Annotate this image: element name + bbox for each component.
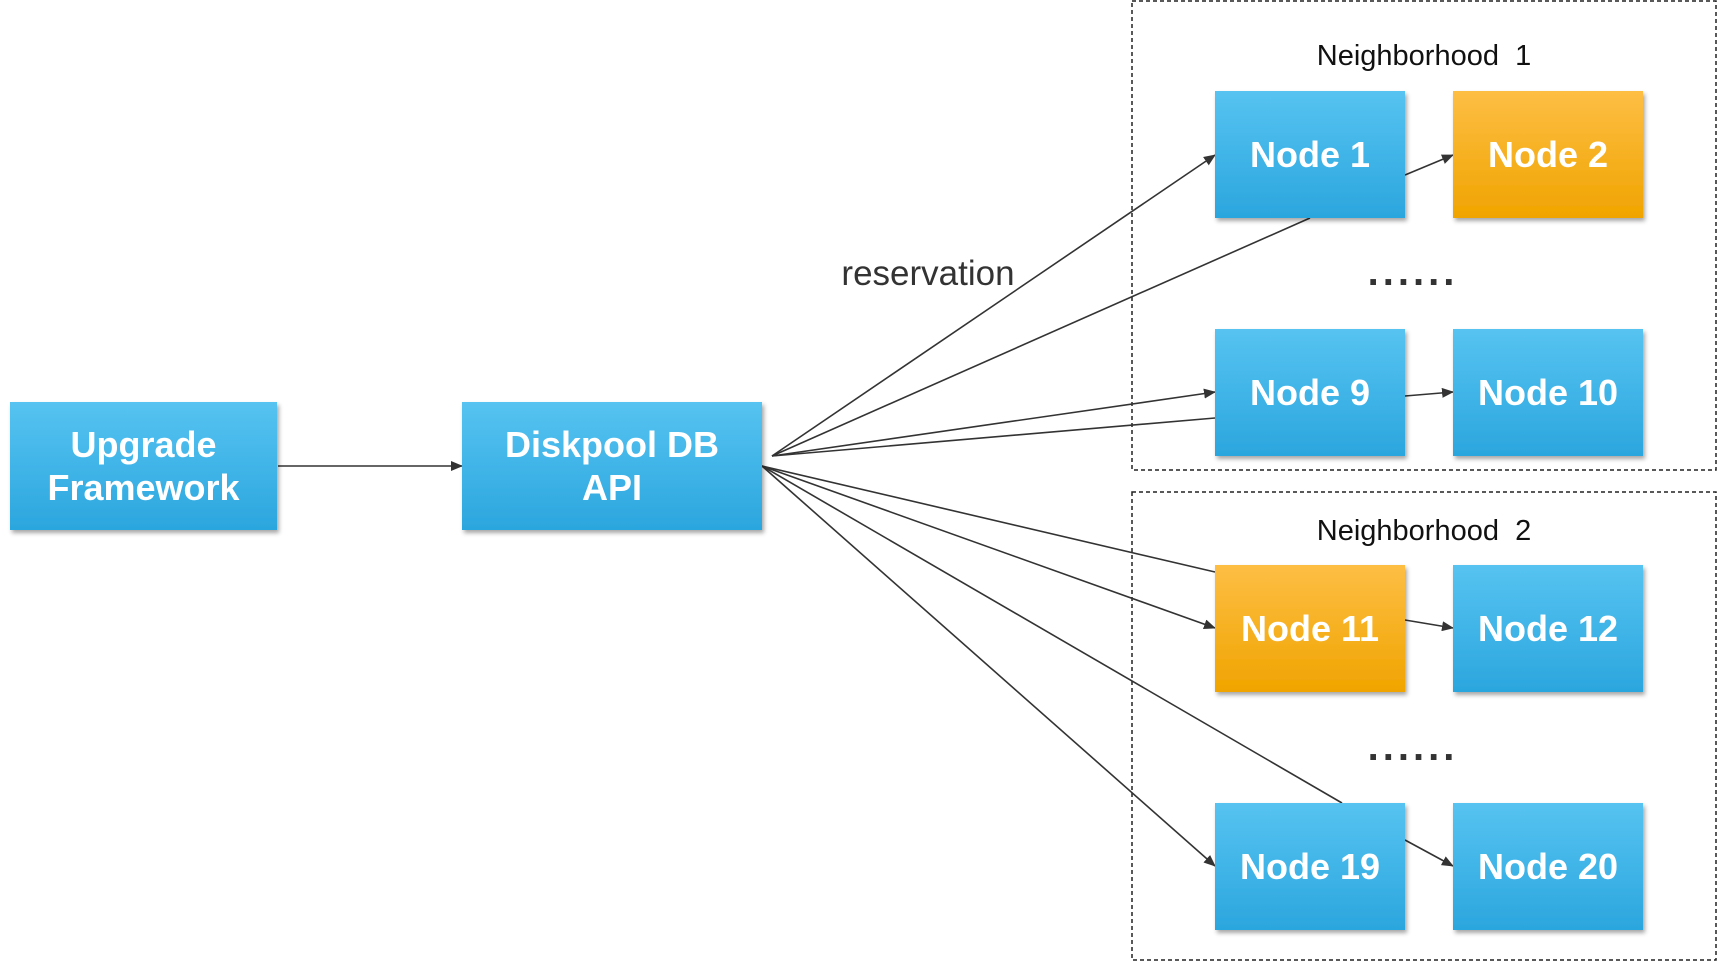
node-upgrade-box [10,402,277,530]
node-n12-label: Node 12 [1478,608,1618,649]
node-n9-label: Node 9 [1250,372,1370,413]
edge-diskpool-to-n1-line [771,217,1311,457]
neighborhood-2-label: Neighborhood 2 [1317,515,1531,547]
node-n2-box [1453,91,1643,218]
node-n12-box [1453,565,1643,692]
node-n11-box [1215,565,1405,692]
edge-diskpool-to-n9-arrow [771,388,1216,457]
node-n9: Node 9 [1215,329,1405,456]
neighborhood-2-group [1131,491,1717,961]
node-n20: Node 20 [1453,803,1643,930]
neighborhood-1-label: Neighborhood 1 [1317,40,1531,72]
node-n1-label: Node 1 [1250,134,1370,175]
reservation-edge-label: reservation [841,254,1014,293]
node-n11: Node 11 [1215,565,1405,692]
edge-n11-to-n12-arrow [1404,619,1454,632]
node-n11-label: Node 11 [1241,608,1379,649]
edge-n1-to-n2-arrow [1404,154,1454,176]
node-n19: Node 19 [1215,803,1405,930]
edge-diskpool-to-n1-arrow [771,154,1216,457]
node-n20-box [1453,803,1643,930]
node-n10-label: Node 10 [1478,372,1618,413]
edge-diskpool-to-n11-line [761,465,1216,573]
node-n1-box [1215,91,1405,218]
node-diskpool-label-1: Diskpool DB [505,424,719,465]
node-n10: Node 10 [1453,329,1643,456]
neighborhood-1-group [1131,0,1717,471]
node-n9-box [1215,329,1405,456]
node-diskpool-box [462,402,762,530]
node-upgrade-label-2: Framework [47,467,240,508]
edges-layer [278,154,1454,867]
node-upgrade-label-1: Upgrade [70,424,216,465]
node-n2: Node 2 [1453,91,1643,218]
node-n2-label: Node 2 [1488,134,1608,175]
node-n12: Node 12 [1453,565,1643,692]
edge-diskpool-to-n19-arrow [761,465,1216,867]
edge-diskpool-to-n9-line [771,417,1216,457]
node-n20-label: Node 20 [1478,846,1618,887]
node-diskpool-label-2: API [582,467,642,508]
node-n1: Node 1 [1215,91,1405,218]
node-n19-label: Node 19 [1240,846,1380,887]
node-n10-box [1453,329,1643,456]
edge-n9-to-n10-arrow [1404,387,1454,398]
node-n19-box [1215,803,1405,930]
edge-diskpool-to-n19-line [761,465,1343,804]
neighborhood-1-ellipsis: ...... [1368,250,1459,294]
edge-diskpool-to-n11-arrow [761,465,1216,630]
neighborhood-2-ellipsis: ...... [1368,725,1459,769]
edge-n19-to-n20-arrow [1404,839,1454,867]
